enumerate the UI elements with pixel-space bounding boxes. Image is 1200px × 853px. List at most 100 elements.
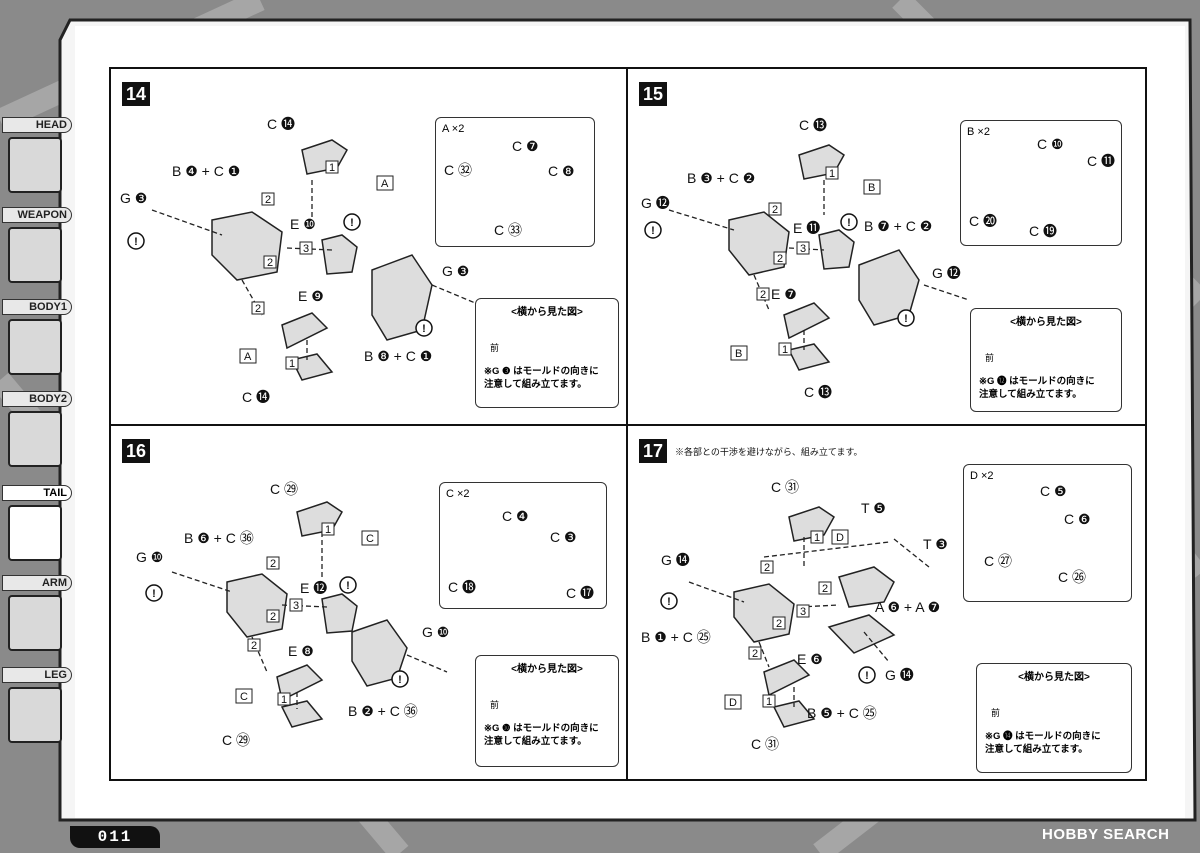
part-label: C ⓭ [799,117,827,133]
part-label: B ❸ + C ❷ [687,170,756,186]
subassembly-box: B ×2 C ❿ C ⓫ C ⓴ C ⓳ [960,120,1122,246]
side-view-box: <横から見た図> 前 ※G ⓮ はモールドの向きに注意して組み立てます。 [976,663,1132,773]
step-17-diagram: 2 2 3 2 2 1 1 D D !! [660,506,930,728]
svg-text:2: 2 [764,562,770,574]
svg-text:2: 2 [255,303,261,315]
step-15-panel: 15 2 3 2 2 1 1 B B !!! C [629,70,1145,424]
step-14-panel: 14 2 3 2 2 1 1 A A !!! C [112,70,626,424]
step-14-diagram: 2 3 2 2 1 1 A A !!! [127,139,493,381]
subassembly-title: A ×2 [442,123,465,135]
weapon-thumbnail-icon [8,227,62,283]
side-view-note: ※G ❿ はモールドの向きに注意して組み立てます。 [484,722,599,748]
part-label: G ⓬ [932,265,961,281]
side-view-box: <横から見た図> 前 ※G ❸ はモールドの向きに注意して組み立てます。 [475,298,619,408]
subassembly-box: A ×2 C ❼ C ㉜ C ❽ C ㉝ [435,117,595,247]
part-label: T ❺ [861,500,886,516]
svg-text:1: 1 [782,344,788,356]
note-line: 注意して組み立てます。 [979,389,1082,400]
part-label: C ⓱ [566,585,594,601]
part-label: B ❽ + C ❶ [364,348,433,364]
sidebar-tab-body1[interactable]: BODY1 [2,299,74,379]
sidebar-tab-tail[interactable]: TAIL [2,485,74,565]
svg-text:2: 2 [777,253,783,265]
part-label: E ❼ [771,286,797,302]
body1-thumbnail-icon [8,319,62,375]
step-15-diagram: 2 3 2 2 1 1 B B !!! [644,144,970,371]
part-label: C ㉖ [1058,569,1086,585]
part-label: G ❿ [136,549,164,565]
step-17-panel: 17 ※各部との干渉を避けながら、組み立てます。 2 2 3 2 2 1 1 D… [629,427,1145,779]
sidebar-tab-head[interactable]: HEAD [2,117,74,197]
part-label: C ❽ [548,163,575,179]
part-label: B ❹ + C ❶ [172,163,241,179]
subassembly-box: D ×2 C ❺ C ❻ C ㉗ C ㉖ [963,464,1132,602]
side-view-title: <横から見た図> [1018,672,1090,683]
svg-text:!: ! [667,596,671,608]
svg-text:!: ! [865,670,869,682]
sidebar-tab-label: BODY2 [2,391,72,407]
side-view-box: <横から見た図> 前 ※G ❿ はモールドの向きに注意して組み立てます。 [475,655,619,767]
sidebar-tab-label: ARM [2,575,72,591]
part-label: C ㉗ [984,553,1012,569]
svg-text:2: 2 [822,583,828,595]
svg-text:2: 2 [760,289,766,301]
part-label: C ㉙ [222,732,250,748]
svg-text:3: 3 [800,606,806,618]
note-line: 注意して組み立てます。 [484,736,587,747]
svg-text:!: ! [398,674,402,686]
step-number: 16 [122,439,150,463]
part-label: E ❿ [290,216,316,232]
part-label: C ❺ [1040,483,1067,499]
svg-text:1: 1 [289,358,295,370]
part-label: G ⓮ [885,667,914,683]
subassembly-title: D ×2 [970,470,994,482]
sidebar-tab-label: LEG [2,667,72,683]
sidebar-tab-body2[interactable]: BODY2 [2,391,74,471]
part-label: B ❷ + C ㊱ [348,703,418,719]
part-label: B ❼ + C ❷ [864,218,933,234]
svg-text:D: D [836,532,844,544]
svg-text:2: 2 [265,194,271,206]
side-view-note: ※G ⓬ はモールドの向きに注意して組み立てます。 [979,375,1095,401]
part-label: A ❻ + A ❼ [875,599,941,615]
side-view-title: <横から見た図> [511,664,583,675]
part-label: C ⓭ [804,384,832,400]
part-label: G ❸ [120,190,148,206]
svg-text:2: 2 [776,618,782,630]
side-view-box: <横から見た図> 前 ※G ⓬ はモールドの向きに注意して組み立てます。 [970,308,1122,412]
part-label: E ⓬ [300,580,328,596]
part-label: C ❻ [1064,511,1091,527]
step-note: ※各部との干渉を避けながら、組み立てます。 [675,447,863,457]
sidebar-tab-leg[interactable]: LEG [2,667,74,747]
svg-text:1: 1 [829,168,835,180]
part-label: G ⓮ [661,552,690,568]
svg-text:1: 1 [325,524,331,536]
part-label: C ❸ [550,529,577,545]
part-label: C ㉝ [494,222,522,238]
svg-text:!: ! [134,236,138,248]
sidebar-tab-label: HEAD [2,117,72,133]
part-label: C ⓲ [448,579,476,595]
svg-text:D: D [729,697,737,709]
part-label: G ⓬ [641,195,670,211]
part-label: T ❸ [923,536,948,552]
note-line: ※G ⓬ はモールドの向きに [979,376,1095,387]
part-label: C ⓳ [1029,223,1057,239]
svg-text:2: 2 [772,204,778,216]
svg-text:!: ! [651,225,655,237]
part-label: C ㉜ [444,162,472,178]
svg-text:!: ! [422,323,426,335]
svg-text:1: 1 [329,162,335,174]
tail-thumbnail-icon [8,505,62,561]
body2-thumbnail-icon [8,411,62,467]
subassembly-title: B ×2 [967,126,990,138]
sidebar-tab-arm[interactable]: ARM [2,575,74,655]
watermark-logo: HOBBY SEARCH [1042,826,1170,843]
step-16-panel: 16 2 3 2 2 1 1 C C !!! C [112,427,626,779]
front-label: 前 [985,353,995,363]
note-line: ※G ❸ はモールドの向きに [484,366,599,377]
sidebar-tab-weapon[interactable]: WEAPON [2,207,74,287]
note-line: 注意して組み立てます。 [985,744,1088,755]
part-label: B ❶ + C ㉕ [641,629,711,645]
